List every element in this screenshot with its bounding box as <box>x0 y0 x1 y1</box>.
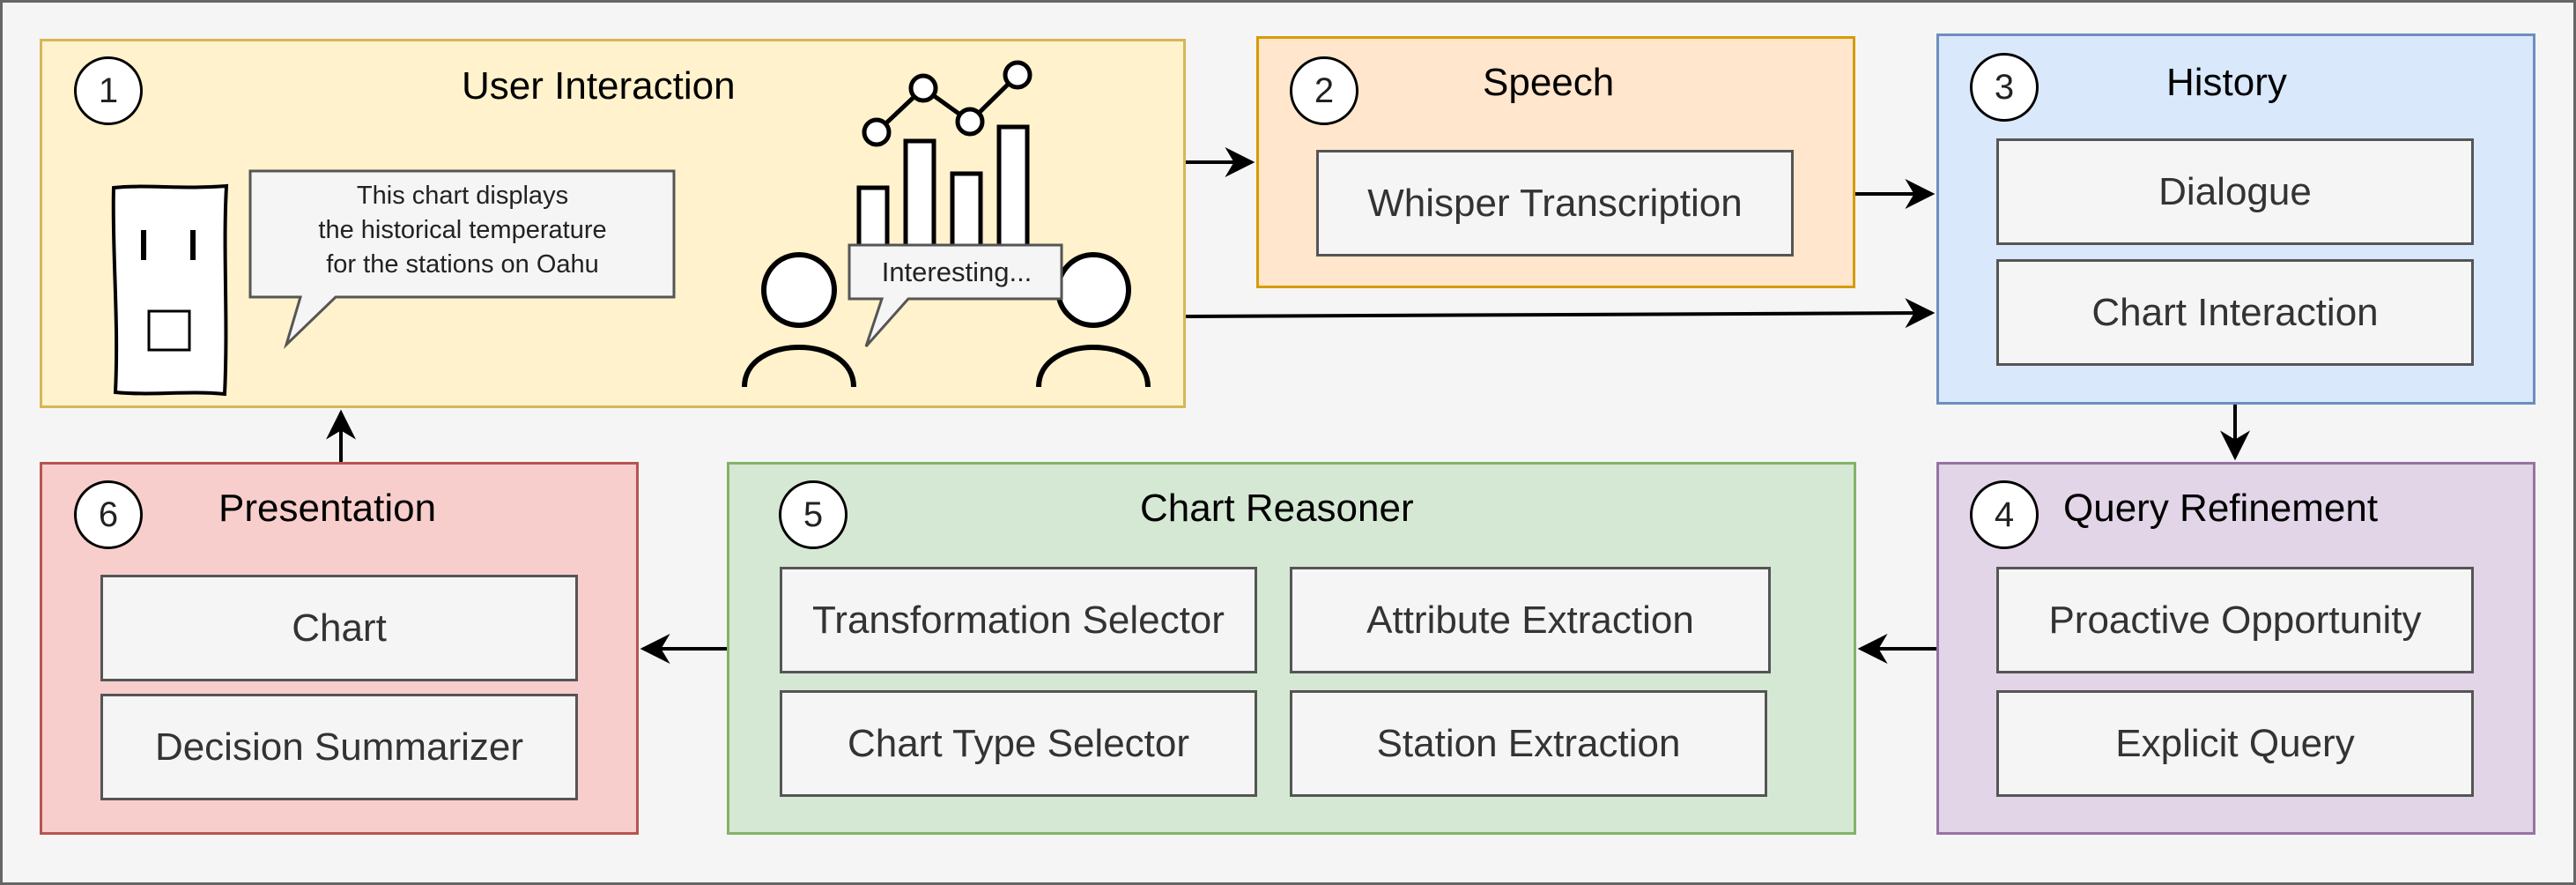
speech-bubble-line-1: This chart displays <box>356 182 569 210</box>
whisper-transcription-box: Whisper Transcription <box>1316 150 1794 257</box>
step-number-2: 2 <box>1290 56 1358 125</box>
speech-bubble-shape <box>248 169 676 350</box>
explicit-query-box: Explicit Query <box>1996 690 2474 797</box>
arrow-user-to-history <box>1185 298 1936 329</box>
attribute-extraction-box: Attribute Extraction <box>1290 567 1771 673</box>
chart-type-selector-box: Chart Type Selector <box>780 690 1257 797</box>
connector-arrows <box>326 147 2250 664</box>
reaction-bubble-shape <box>848 243 1063 347</box>
step-number-3: 3 <box>1970 53 2039 122</box>
speech-bubble-line-2: the historical temperature <box>318 216 607 244</box>
panel-title-user-interaction: User Interaction <box>462 64 736 108</box>
panel-title-history: History <box>2166 61 2287 104</box>
decision-summarizer-box: Decision Summarizer <box>100 694 578 800</box>
chart-box: Chart <box>100 575 578 681</box>
panel-title-presentation: Presentation <box>218 487 437 530</box>
speech-bubble-text: This chart displays the historical tempe… <box>251 179 674 282</box>
reaction-bubble-text: Interesting... <box>881 257 1033 287</box>
panel-title-query-refinement: Query Refinement <box>2063 487 2379 530</box>
dialogue-box: Dialogue <box>1996 138 2474 245</box>
step-number-5: 5 <box>779 480 848 549</box>
panel-title-speech: Speech <box>1483 61 1615 104</box>
transformation-selector-box: Transformation Selector <box>780 567 1257 673</box>
proactive-opportunity-box: Proactive Opportunity <box>1996 567 2474 673</box>
robot-icon <box>111 183 229 397</box>
step-number-6: 6 <box>74 480 143 549</box>
panel-title-chart-reasoner: Chart Reasoner <box>1140 487 1414 530</box>
chart-interaction-box: Chart Interaction <box>1996 259 2474 366</box>
step-number-4: 4 <box>1970 480 2039 549</box>
step-number-1: 1 <box>74 56 143 125</box>
station-extraction-box: Station Extraction <box>1290 690 1767 797</box>
person-icon <box>742 252 856 388</box>
speech-bubble-line-3: for the stations on Oahu <box>326 250 599 279</box>
